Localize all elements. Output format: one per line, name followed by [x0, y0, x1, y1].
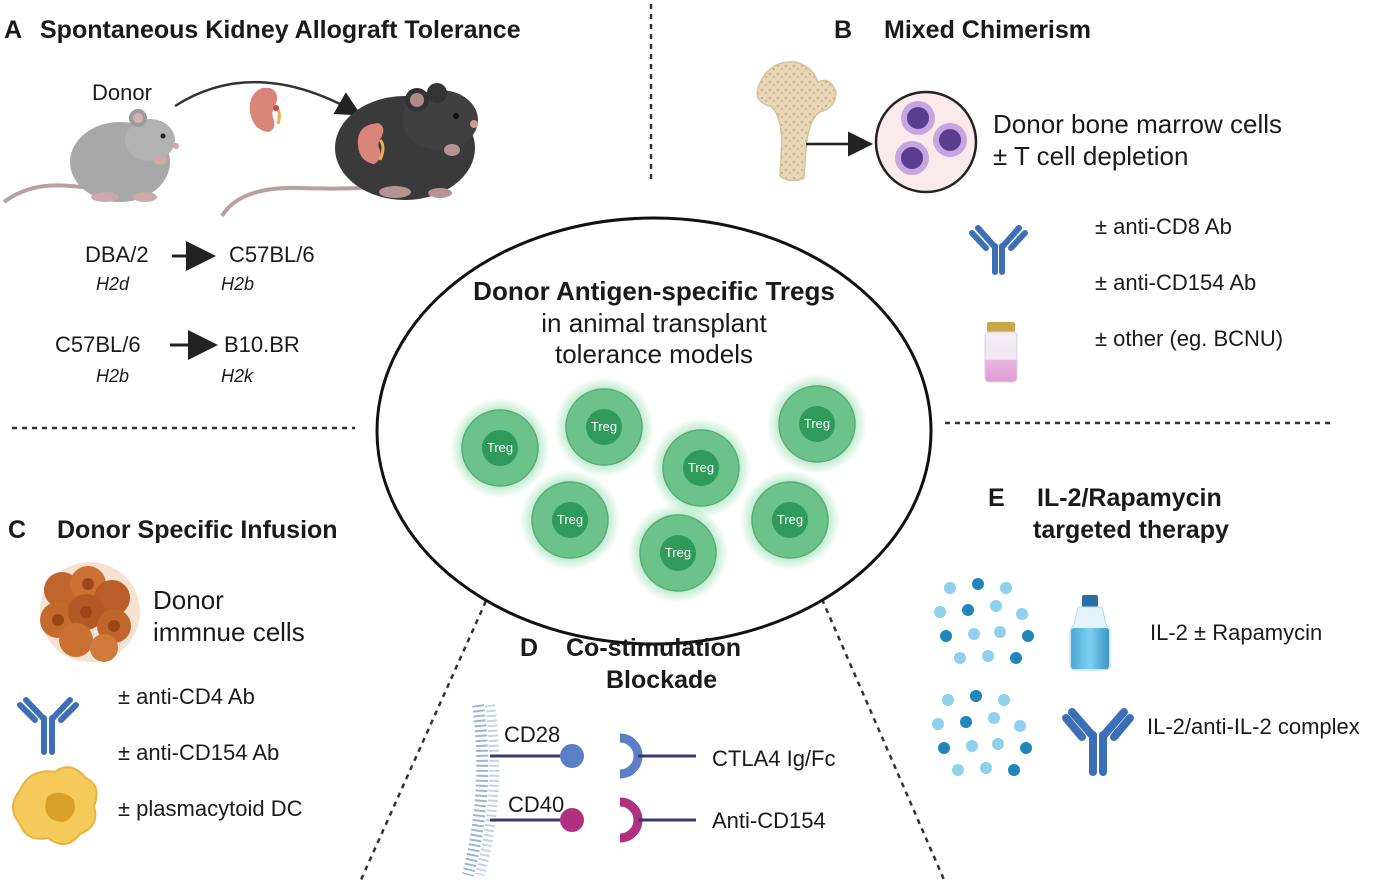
- treg-cells: [450, 374, 867, 603]
- panel-c-item-2: ± anti-CD154 Ab: [118, 740, 280, 765]
- treg-label: Treg: [776, 512, 804, 527]
- receptor-pair: [490, 733, 696, 779]
- treg-label: Treg: [590, 419, 618, 434]
- panel-c-graphics: [12, 562, 140, 845]
- panel-e-title-1: IL-2/Rapamycin: [1037, 484, 1222, 512]
- treg-cell: [628, 503, 728, 603]
- donor-cells-label-2: immnue cells: [153, 617, 305, 647]
- treg-cell: [767, 374, 867, 474]
- treg-cell: [520, 470, 620, 570]
- center-title: Donor Antigen-specific Tregs in animal t…: [444, 276, 864, 371]
- haplotype-to-1: H2b: [221, 274, 255, 294]
- panel-b-item-1: ± anti-CD8 Ab: [1095, 214, 1232, 239]
- antibody-icon-b: [969, 225, 1028, 275]
- panel-d-title-2: Blockade: [606, 666, 718, 694]
- divider-bottom-right: [816, 589, 947, 883]
- ligand-label-1: CTLA4 Ig/Fc: [712, 746, 836, 771]
- drug-bottle-icon: [1069, 595, 1111, 671]
- panel-e-item-2: IL-2/anti-IL-2 complex: [1147, 714, 1360, 739]
- panel-b-graphics: [756, 61, 1028, 383]
- marrow-cells-icon: [874, 90, 978, 194]
- panel-c-letter: C: [8, 516, 27, 544]
- panel-e-title-2: targeted therapy: [1033, 516, 1229, 544]
- donor-cells-cluster-icon: [40, 562, 140, 662]
- strain-from-1: DBA/2: [85, 242, 149, 267]
- center-title-bold: Donor Antigen-specific Tregs: [473, 276, 835, 306]
- center-title-line3: tolerance models: [555, 339, 753, 370]
- panel-e-letter: E: [988, 484, 1005, 512]
- dividers: [12, 4, 1335, 883]
- strain-from-2: C57BL/6: [55, 332, 141, 357]
- center-title-line2: in animal transplant: [541, 307, 767, 338]
- haplotype-from-2: H2b: [96, 366, 130, 386]
- panel-d-graphics: [462, 704, 696, 877]
- panel-b-title: Mixed Chimerism: [884, 16, 1092, 44]
- panel-d-letter: D: [520, 634, 539, 662]
- cell-membrane-icon: [462, 704, 500, 877]
- donor-cells-label-1: Donor: [153, 585, 224, 615]
- bone-icon: [756, 61, 837, 182]
- panel-a-letter: A: [4, 16, 23, 44]
- panel-b-item-2: ± anti-CD154 Ab: [1095, 270, 1257, 295]
- panel-a-graphics: [2, 80, 478, 360]
- antibody-icon-e: [1062, 708, 1134, 776]
- treg-label: Treg: [664, 545, 692, 560]
- panel-e-graphics: [932, 578, 1134, 776]
- il2-dots-icon-2: [932, 690, 1032, 776]
- marrow-cells-label-1: Donor bone marrow cells: [993, 109, 1283, 139]
- recipient-mouse-icon: [220, 83, 478, 218]
- panel-e-item-1: IL-2 ± Rapamycin: [1150, 620, 1323, 645]
- haplotype-from-1: H2d: [96, 274, 130, 294]
- panel-c-title: Donor Specific Infusion: [57, 516, 338, 544]
- treg-cell: [740, 470, 840, 570]
- receptor-pair: [490, 797, 696, 843]
- panel-b-letter: B: [834, 16, 853, 44]
- treg-label: Treg: [803, 416, 831, 431]
- antibody-icon-c: [17, 697, 79, 755]
- plasmacytoid-dc-icon: [12, 766, 98, 845]
- treg-label: Treg: [556, 512, 584, 527]
- treg-label: Treg: [486, 440, 514, 455]
- transfer-arrow: [174, 80, 362, 116]
- panel-c-item-1: ± anti-CD4 Ab: [118, 684, 255, 709]
- kidney-icon: [249, 88, 281, 132]
- treg-label: Treg: [687, 460, 715, 475]
- panel-d-title-1: Co-stimulation: [566, 634, 741, 662]
- vial-icon: [984, 322, 1018, 383]
- ligand-label-2: Anti-CD154: [712, 808, 826, 833]
- strain-to-1: C57BL/6: [229, 242, 315, 267]
- panel-a-title: Spontaneous Kidney Allograft Tolerance: [40, 16, 521, 44]
- strain-to-2: B10.BR: [224, 332, 300, 357]
- donor-mouse-icon: [2, 109, 179, 204]
- receptor-label-2: CD40: [508, 792, 565, 817]
- treg-cell: [651, 418, 751, 518]
- marrow-cells-label-2: ± T cell depletion: [993, 141, 1189, 171]
- haplotype-to-2: H2k: [221, 366, 254, 386]
- il2-dots-icon-1: [934, 578, 1034, 664]
- divider-bottom-left: [358, 591, 492, 883]
- treg-cell: [450, 398, 550, 498]
- panel-c-item-3: ± plasmacytoid DC: [118, 796, 303, 821]
- donor-label: Donor: [92, 80, 152, 105]
- receptor-label-1: CD28: [504, 722, 561, 747]
- panel-b-item-3: ± other (eg. BCNU): [1095, 326, 1284, 351]
- treg-cell: [554, 377, 654, 477]
